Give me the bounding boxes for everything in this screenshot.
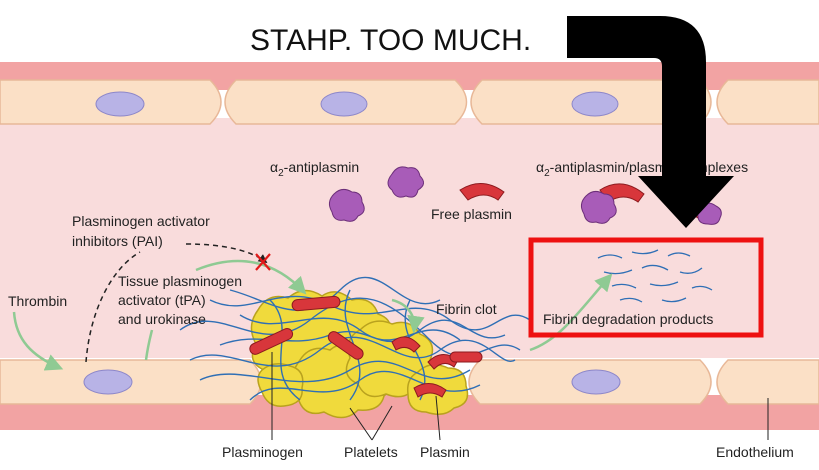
antiplasmin — [328, 188, 365, 222]
cell-nucleus — [83, 369, 133, 395]
antiplasmin — [387, 166, 424, 198]
label-fibrin-clot: Fibrin clot — [436, 301, 497, 317]
antiplasmin — [580, 190, 617, 224]
leader-lines — [271, 352, 769, 441]
plasmin — [449, 351, 483, 363]
label-plasmin: Plasmin — [420, 444, 470, 460]
big-arrow-icon — [567, 16, 734, 228]
cell-nucleus — [320, 91, 368, 117]
tpa-arrow — [195, 259, 307, 295]
plasminogen — [249, 328, 294, 355]
cell-nucleus — [571, 91, 619, 117]
urokinase-line — [144, 329, 154, 361]
cell-nucleus — [95, 91, 145, 117]
label-tpa-line1: Tissue plasminogen — [118, 273, 242, 289]
label-thrombin: Thrombin — [8, 293, 67, 309]
highlight-box — [528, 237, 764, 338]
thrombin-arrow — [12, 311, 64, 371]
label-platelets: Platelets — [344, 444, 398, 460]
caption: STAHP. TOO MUCH. — [250, 24, 531, 57]
endothelial-cell — [716, 79, 819, 125]
label-fibrin-degradation: Fibrin degradation products — [543, 311, 713, 327]
cell-nucleus — [571, 369, 621, 395]
label-pai-line1: Plasminogen activator — [72, 213, 210, 229]
plasmin — [413, 383, 447, 398]
endothelium-top — [0, 79, 819, 125]
label-plasminogen: Plasminogen — [222, 444, 303, 460]
plasmin — [391, 336, 421, 353]
red-x-icon — [255, 253, 271, 271]
free-plasmin — [459, 183, 505, 201]
antiplasmin-molecules — [328, 166, 722, 225]
endothelial-cell — [716, 359, 819, 405]
label-pai-line2: inhibitors (PAI) — [72, 233, 163, 249]
plasmin — [327, 331, 364, 360]
fibrin-mesh — [179, 276, 531, 401]
pathway-arrows — [12, 243, 613, 371]
label-tpa-line2: activator (tPA) — [118, 292, 206, 308]
label-antiplasmin: α2-antiplasmin — [270, 159, 359, 179]
label-tpa-line3: and urokinase — [118, 311, 206, 327]
label-endothelium: Endothelium — [716, 444, 794, 460]
fibrin-fragments — [597, 249, 713, 303]
plasmin — [291, 295, 341, 312]
endothelium-bottom — [0, 359, 819, 405]
clot-arrow — [391, 298, 425, 334]
degradation-arrow — [529, 273, 613, 352]
label-free-plasmin: Free plasmin — [431, 206, 512, 222]
